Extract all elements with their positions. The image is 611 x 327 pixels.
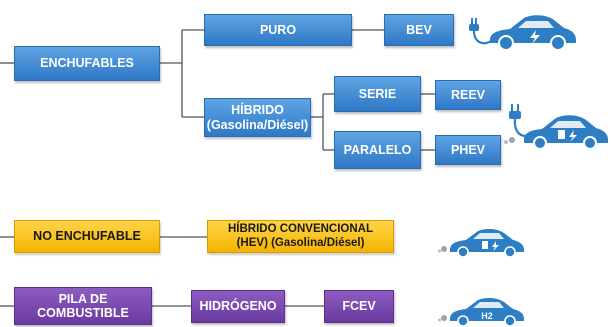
node-no-enchufable: NO ENCHUFABLE (14, 220, 160, 253)
node-enchufables: ENCHUFABLES (14, 46, 160, 81)
node-reev: REEV (435, 80, 501, 110)
node-hibrido: HÍBRIDO (Gasolina/Diésel) (204, 98, 311, 137)
node-hidrogeno: HIDRÓGENO (191, 290, 285, 323)
plugin-hybrid-car-icon (504, 104, 608, 150)
hybrid-car-icon (438, 228, 524, 258)
h2-label: H2 (481, 311, 493, 321)
node-fcev: FCEV (324, 290, 394, 323)
node-pila-combustible: PILA DE COMBUSTIBLE (14, 287, 152, 325)
node-hibrido-convencional: HÍBRIDO CONVENCIONAL (HEV) (Gasolina/Dié… (207, 220, 394, 253)
node-serie: SERIE (334, 76, 421, 112)
node-bev: BEV (384, 14, 454, 46)
hydrogen-car-icon: H2 (438, 297, 524, 327)
electric-car-plug-icon (469, 15, 576, 51)
node-phev: PHEV (435, 135, 501, 165)
node-puro: PURO (204, 14, 352, 46)
node-paralelo: PARALELO (334, 131, 421, 169)
